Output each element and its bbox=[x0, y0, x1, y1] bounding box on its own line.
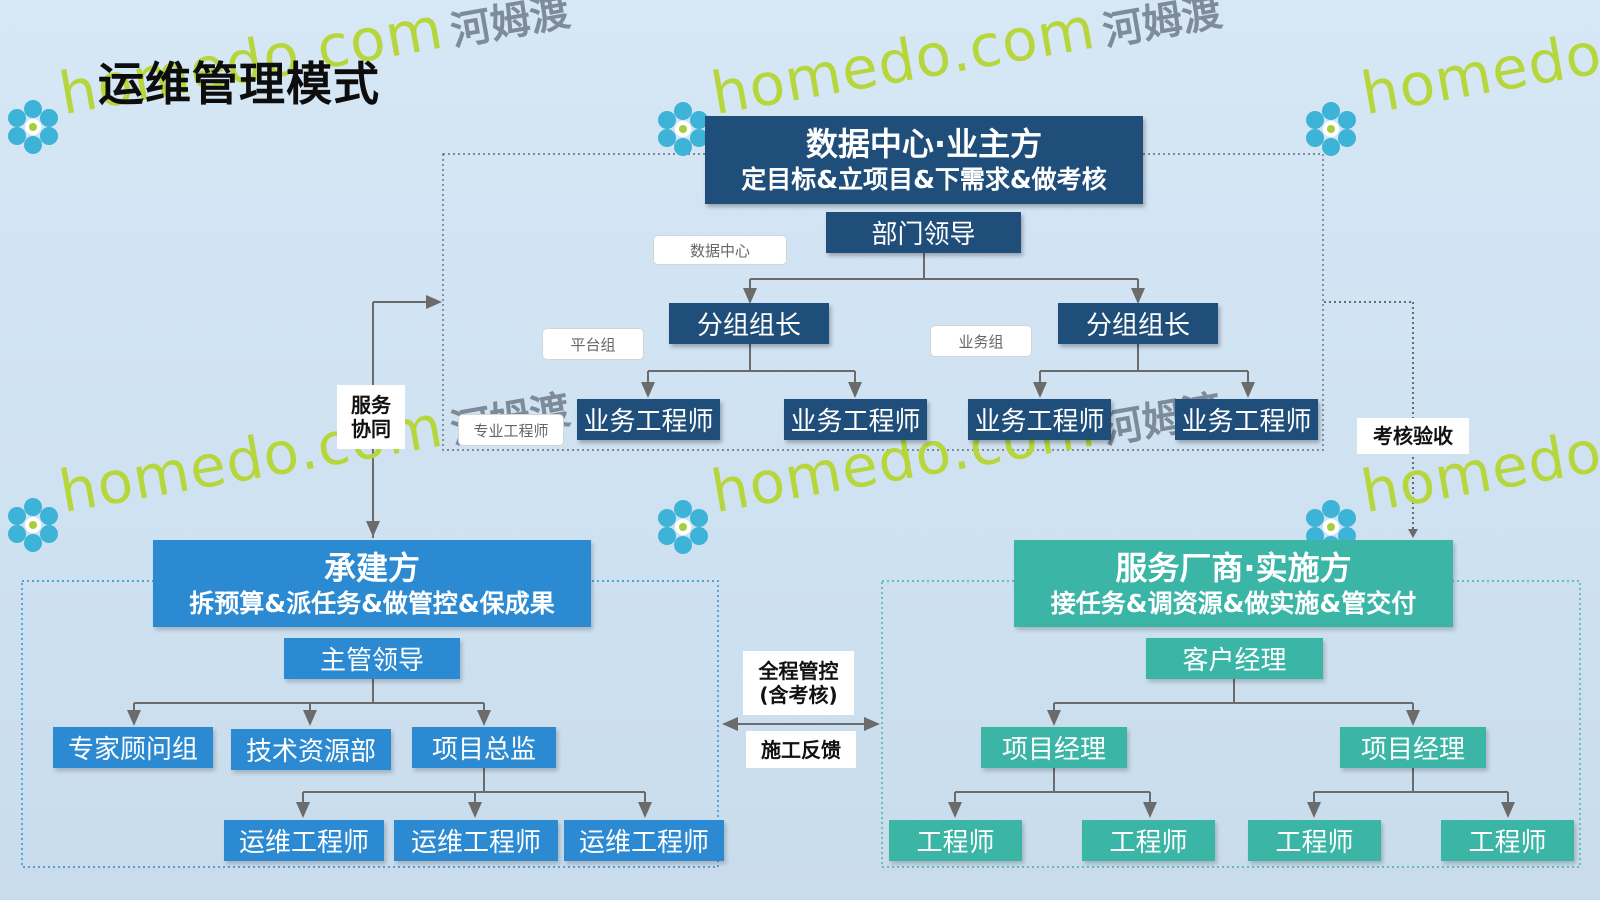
account-manager-node: 客户经理 bbox=[1146, 638, 1323, 679]
vendor-header: 服务厂商·实施方 接任务&调资源&做实施&管交付 bbox=[1014, 540, 1453, 627]
engineer-node: 工程师 bbox=[1248, 820, 1381, 861]
tech-resource-dept-node: 技术资源部 bbox=[231, 729, 391, 770]
contractor-title: 承建方 bbox=[323, 548, 420, 587]
group-leader-node: 分组组长 bbox=[1058, 303, 1218, 344]
engineer-node: 工程师 bbox=[1441, 820, 1574, 861]
service-coordination-label: 服务 协同 bbox=[337, 385, 405, 449]
callout-platform-group: 平台组 bbox=[542, 328, 644, 360]
ops-engineer-node: 运维工程师 bbox=[224, 820, 384, 861]
callout-specialist-engineer: 专业工程师 bbox=[458, 414, 564, 446]
engineer-node: 工程师 bbox=[889, 820, 1022, 861]
callout-data-center: 数据中心 bbox=[653, 235, 787, 265]
expert-advisory-group-node: 专家顾问组 bbox=[53, 727, 213, 768]
supervisor-leader-node: 主管领导 bbox=[284, 638, 460, 679]
owner-header: 数据中心·业主方 定目标&立项目&下需求&做考核 bbox=[705, 116, 1143, 204]
contractor-subtitle: 拆预算&派任务&做管控&保成果 bbox=[189, 588, 555, 618]
full-control-label: 全程管控 (含考核) bbox=[743, 651, 854, 715]
ops-engineer-node: 运维工程师 bbox=[564, 820, 724, 861]
project-director-node: 项目总监 bbox=[412, 727, 556, 768]
group-leader-node: 分组组长 bbox=[669, 303, 829, 344]
acceptance-label: 考核验收 bbox=[1357, 418, 1469, 454]
page-title: 运维管理模式 bbox=[98, 57, 380, 111]
business-engineer-node: 业务工程师 bbox=[784, 399, 927, 440]
engineer-node: 工程师 bbox=[1082, 820, 1215, 861]
contractor-header: 承建方 拆预算&派任务&做管控&保成果 bbox=[153, 540, 591, 627]
business-engineer-node: 业务工程师 bbox=[1175, 399, 1318, 440]
ops-engineer-node: 运维工程师 bbox=[394, 820, 558, 861]
callout-business-group: 业务组 bbox=[930, 325, 1032, 357]
project-manager-node: 项目经理 bbox=[1340, 727, 1486, 768]
vendor-subtitle: 接任务&调资源&做实施&管交付 bbox=[1050, 588, 1417, 618]
construction-feedback-label: 施工反馈 bbox=[746, 731, 856, 768]
vendor-title: 服务厂商·实施方 bbox=[1115, 548, 1352, 587]
business-engineer-node: 业务工程师 bbox=[968, 399, 1111, 440]
project-manager-node: 项目经理 bbox=[981, 727, 1127, 768]
department-leader-node: 部门领导 bbox=[826, 212, 1021, 253]
owner-title: 数据中心·业主方 bbox=[805, 125, 1043, 163]
business-engineer-node: 业务工程师 bbox=[577, 399, 720, 440]
owner-subtitle: 定目标&立项目&下需求&做考核 bbox=[741, 165, 1107, 194]
